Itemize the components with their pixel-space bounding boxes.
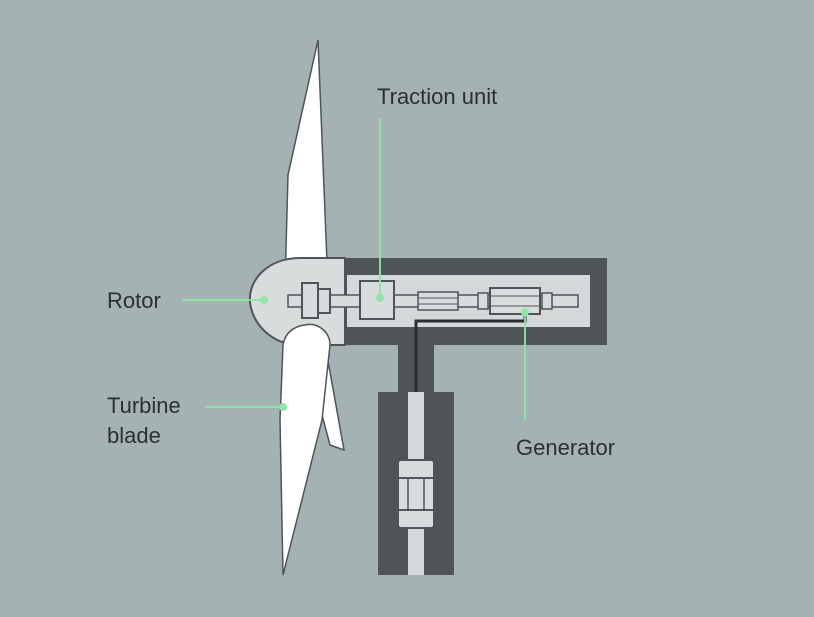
lower-turbine-blade xyxy=(279,323,331,576)
rotor-dot xyxy=(260,296,268,304)
rotor-bearing xyxy=(301,282,319,319)
turbine-blade-dot xyxy=(279,403,287,411)
tower-coupling xyxy=(397,459,435,529)
generator-end-left xyxy=(477,292,489,310)
tower xyxy=(378,344,454,575)
turbine-blade-label-line1: Turbine xyxy=(107,393,181,418)
leader-lines xyxy=(182,118,526,420)
leader-dots xyxy=(260,294,529,411)
generator-label: Generator xyxy=(516,435,615,460)
traction-unit-dot xyxy=(376,294,384,302)
traction-unit-label: Traction unit xyxy=(377,84,497,109)
generator-end-right xyxy=(541,292,553,310)
generator-body xyxy=(489,287,541,315)
generator-dot xyxy=(521,308,529,316)
turbine-blade-label-line2: blade xyxy=(107,423,161,448)
rotor-bearing-collar xyxy=(317,288,331,314)
rotor-label: Rotor xyxy=(107,288,161,313)
shaft-coupling xyxy=(417,291,459,311)
